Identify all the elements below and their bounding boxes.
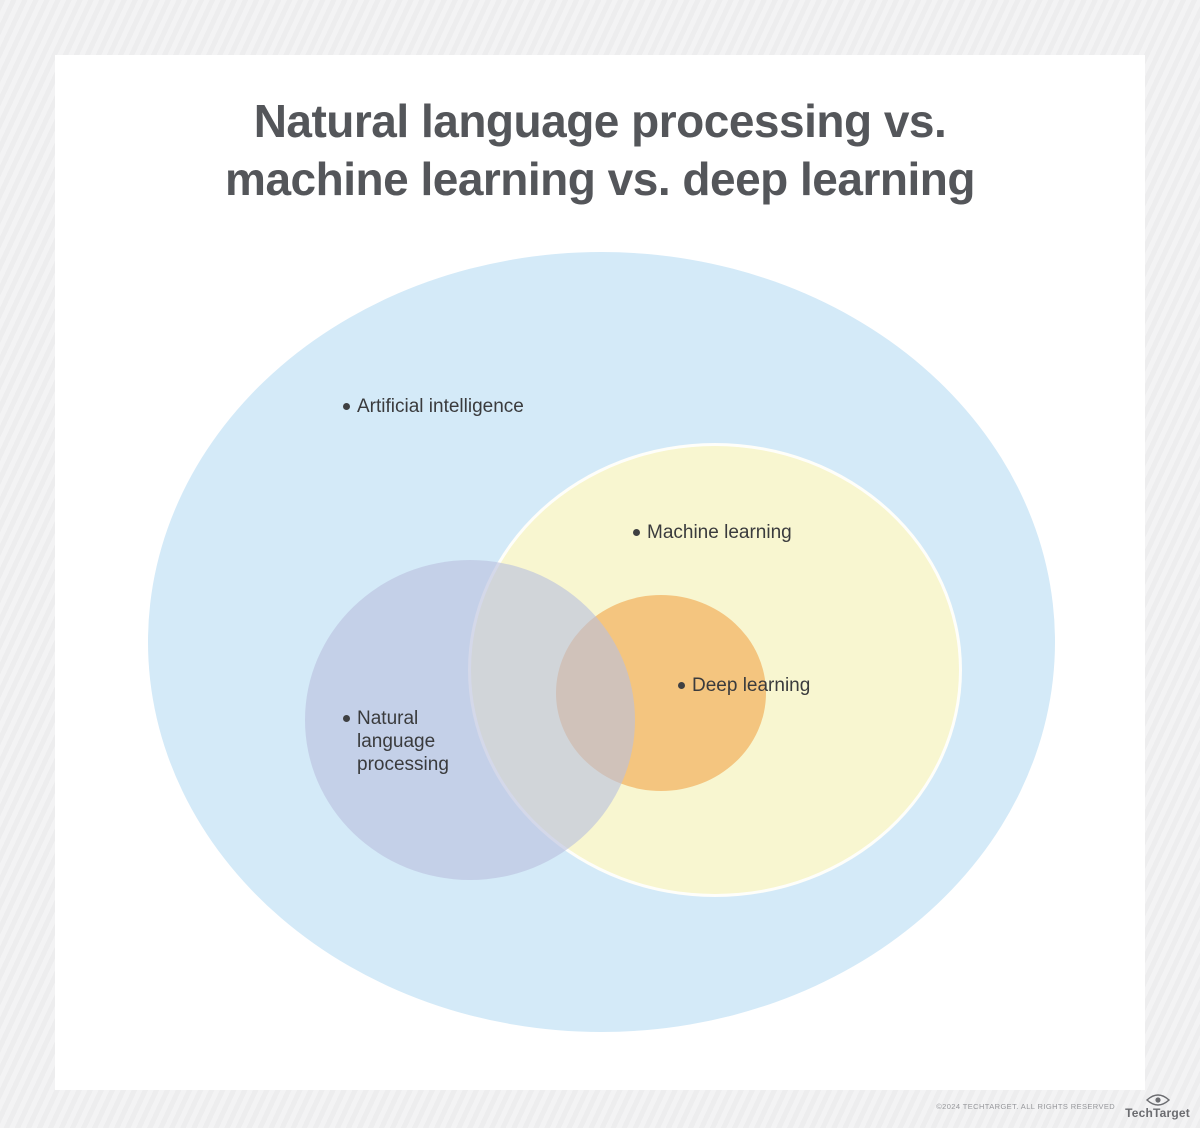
- copyright-text: ©2024 TECHTARGET. ALL RIGHTS RESERVED: [936, 1101, 1116, 1111]
- bullet-dot: [343, 715, 350, 722]
- venn-set-natural-language-processing: [305, 560, 635, 880]
- title-line-1: Natural language processing vs.: [253, 95, 947, 147]
- bullet-dot: [633, 529, 640, 536]
- bullet-dot: [678, 682, 685, 689]
- page-title: Natural language processing vs. machine …: [55, 93, 1145, 209]
- label-text: Deep learning: [692, 675, 811, 696]
- bullet-dot: [343, 403, 350, 410]
- eye-icon: [1145, 1094, 1170, 1106]
- label-text: Artificial intelligence: [357, 396, 524, 417]
- venn-diagram: Artificial intelligence Machine learning…: [55, 55, 1145, 1090]
- label-machine-learning: Machine learning: [633, 521, 792, 544]
- label-deep-learning: Deep learning: [678, 674, 810, 697]
- footer: ©2024 TECHTARGET. ALL RIGHTS RESERVED Te…: [936, 1094, 1190, 1120]
- label-natural-language-processing: Natural language processing: [343, 707, 465, 777]
- label-artificial-intelligence: Artificial intelligence: [343, 395, 524, 418]
- label-text: Natural language processing: [357, 708, 449, 776]
- content-card: Natural language processing vs. machine …: [55, 55, 1145, 1090]
- label-text: Machine learning: [647, 522, 792, 543]
- title-line-2: machine learning vs. deep learning: [225, 152, 975, 205]
- brand-name-text: TechTarget: [1125, 1106, 1190, 1120]
- techtarget-logo: TechTarget: [1125, 1094, 1190, 1120]
